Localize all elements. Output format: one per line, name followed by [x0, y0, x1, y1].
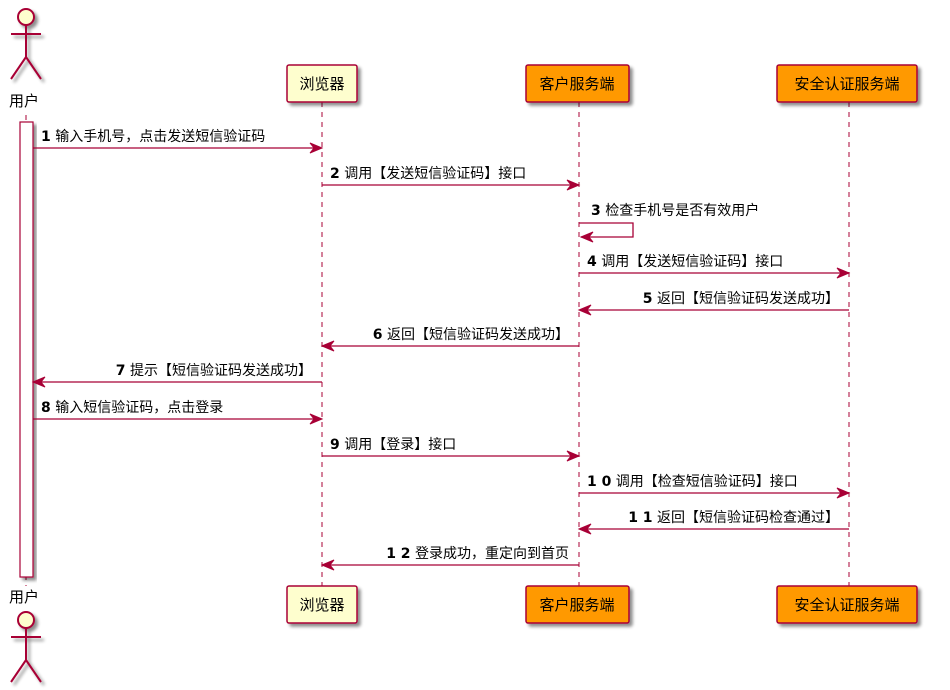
message-4: 4 调用【发送短信验证码】接口	[579, 253, 851, 279]
arrowhead	[320, 559, 335, 571]
arrowhead	[309, 413, 324, 425]
message-text: 返回【短信验证码检查通过】	[653, 510, 839, 526]
message-label: 1 输入手机号，点击发送短信验证码	[41, 129, 265, 145]
actor-label: 用户	[9, 588, 39, 606]
stick-figure-icon	[10, 8, 42, 80]
message-label: 1 1 返回【短信验证码检查通过】	[628, 510, 839, 526]
message-2: 2 调用【发送短信验证码】接口	[322, 165, 581, 191]
message-11: 1 1 返回【短信验证码检查通过】	[577, 510, 849, 535]
arrowhead	[836, 487, 851, 499]
message-number: 4	[587, 254, 597, 270]
message-12: 1 2 登录成功，重定向到首页	[320, 546, 579, 571]
message-number: 3	[591, 203, 601, 219]
arrowhead	[577, 523, 592, 535]
messages: 1 输入手机号，点击发送短信验证码 2 调用【发送短信验证码】接口 3 检查手机号是…	[31, 129, 851, 571]
message-label: 5 返回【短信验证码发送成功】	[643, 291, 839, 307]
message-text: 返回【短信验证码发送成功】	[653, 291, 839, 307]
message-number: 7	[116, 363, 126, 379]
message-text: 检查手机号是否有效用户	[601, 202, 759, 219]
arrowhead	[320, 340, 335, 352]
message-text: 输入手机号，点击发送短信验证码	[51, 129, 265, 145]
message-label: 7 提示【短信验证码发送成功】	[116, 363, 312, 379]
message-number: 5	[643, 291, 653, 307]
message-number: 8	[41, 400, 51, 416]
participant-browser-top: 浏览器	[286, 64, 358, 103]
participant-label: 安全认证服务端	[794, 596, 899, 614]
message-number: 1 1	[628, 510, 652, 526]
participant-label: 浏览器	[299, 75, 344, 93]
message-text: 输入短信验证码，点击登录	[51, 400, 223, 416]
actor-user-bottom: 用户	[9, 588, 42, 683]
participant-label: 客户服务端	[539, 75, 614, 93]
actor-user-top: 用户	[9, 8, 42, 110]
message-text: 登录成功，重定向到首页	[411, 546, 569, 562]
activation-layer	[19, 121, 34, 578]
message-9: 9 调用【登录】接口	[322, 436, 581, 462]
arrowhead	[577, 304, 592, 316]
participant-auth-bottom: 安全认证服务端	[776, 585, 918, 624]
stick-figure-icon	[10, 611, 42, 683]
message-label: 2 调用【发送短信验证码】接口	[330, 165, 526, 182]
arrowhead	[566, 450, 581, 462]
participant-auth-top: 安全认证服务端	[776, 64, 918, 103]
arrowhead	[309, 142, 324, 154]
actor-label: 用户	[9, 92, 39, 110]
message-text: 调用【登录】接口	[340, 436, 456, 453]
message-number: 9	[330, 437, 340, 453]
message-8: 8 输入短信验证码，点击登录	[33, 400, 324, 425]
message-number: 1 0	[587, 474, 612, 490]
message-number: 2	[330, 166, 340, 182]
arrowhead	[579, 231, 594, 243]
arrowhead	[836, 267, 851, 279]
participant-client-top: 客户服务端	[525, 64, 630, 103]
participant-client-bottom: 客户服务端	[525, 585, 630, 624]
message-arrow	[579, 222, 634, 238]
participant-browser-bottom: 浏览器	[286, 585, 358, 624]
message-label: 8 输入短信验证码，点击登录	[41, 400, 223, 416]
arrowhead	[31, 376, 46, 388]
message-text: 调用【发送短信验证码】接口	[340, 165, 526, 182]
message-10: 1 0 调用【检查短信验证码】接口	[579, 473, 851, 499]
message-label: 9 调用【登录】接口	[330, 436, 456, 453]
message-1: 1 输入手机号，点击发送短信验证码	[33, 129, 324, 154]
message-number: 1	[41, 129, 51, 145]
message-text: 调用【发送短信验证码】接口	[597, 253, 783, 270]
message-text: 调用【检查短信验证码】接口	[611, 473, 797, 490]
message-number: 1 2	[386, 546, 410, 562]
arrowhead	[566, 179, 581, 191]
message-text: 返回【短信验证码发送成功】	[383, 327, 569, 343]
message-label: 1 0 调用【检查短信验证码】接口	[587, 473, 798, 490]
message-label: 3 检查手机号是否有效用户	[591, 202, 759, 219]
message-label: 4 调用【发送短信验证码】接口	[587, 253, 783, 270]
participant-label: 浏览器	[299, 596, 344, 614]
participant-label: 安全认证服务端	[794, 75, 899, 93]
participant-label: 客户服务端	[539, 596, 614, 614]
message-text: 提示【短信验证码发送成功】	[126, 363, 312, 379]
message-7: 7 提示【短信验证码发送成功】	[31, 363, 322, 388]
message-number: 6	[373, 327, 383, 343]
message-5: 5 返回【短信验证码发送成功】	[577, 291, 849, 316]
message-label: 1 2 登录成功，重定向到首页	[386, 546, 569, 562]
message-3: 3 检查手机号是否有效用户	[579, 202, 759, 243]
message-6: 6 返回【短信验证码发送成功】	[320, 327, 579, 352]
message-label: 6 返回【短信验证码发送成功】	[373, 327, 569, 343]
activation-bar-user	[19, 121, 34, 578]
